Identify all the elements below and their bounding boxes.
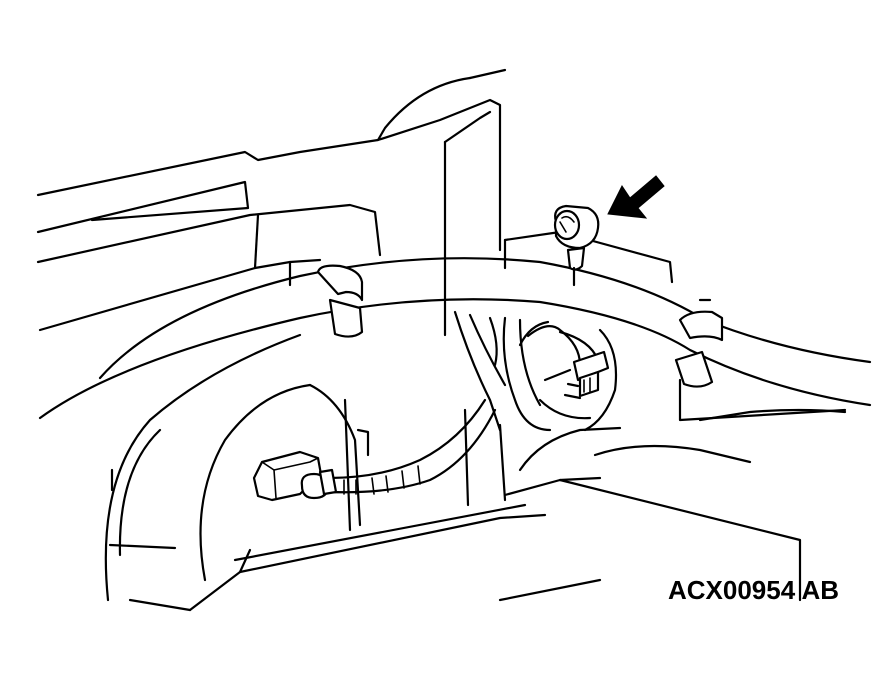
connector-lead: [328, 398, 497, 495]
wiring-harness: [38, 257, 872, 420]
body-frame: [308, 383, 507, 532]
body-panel: [36, 68, 507, 337]
branch-wires: [453, 310, 618, 432]
floor-panel: [238, 408, 847, 602]
harness-clip-left: [316, 264, 364, 338]
wheel-well: [104, 333, 547, 612]
mounting-bracket: [503, 230, 847, 422]
harness-clip-right: [674, 310, 724, 388]
arrow-icon: [607, 175, 665, 219]
ground-bolt: [553, 204, 600, 287]
harness-connector-center: [563, 350, 610, 400]
harness-connector-left: [252, 450, 338, 502]
figure-code-label: ACX00954 AB: [667, 575, 839, 605]
